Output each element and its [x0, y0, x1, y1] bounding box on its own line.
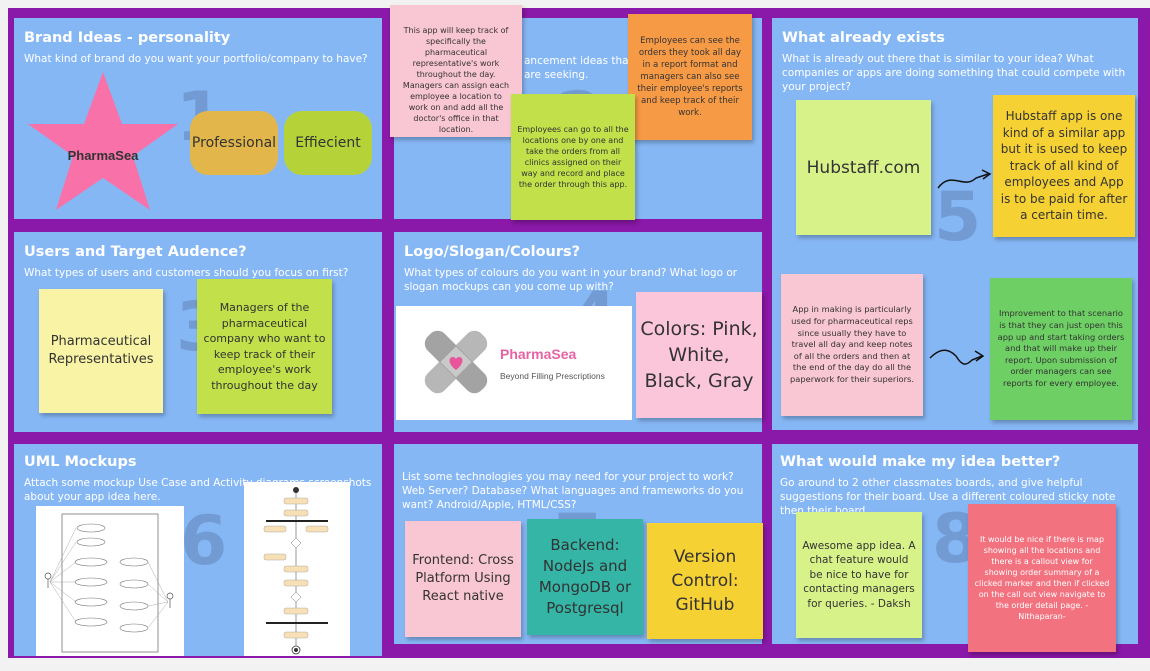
sticky-note[interactable]: Pharmaceutical Representatives: [39, 289, 163, 413]
sticky-note[interactable]: Hubstaff.com: [796, 100, 931, 235]
section-uml: UML Mockups Attach some mockup Use Case …: [14, 444, 382, 656]
sticky-note[interactable]: Employees can go to all the locations on…: [511, 94, 635, 220]
section-title: What would make my idea better?: [780, 454, 1061, 470]
section-title: Users and Target Audence?: [24, 244, 247, 260]
sticky-note[interactable]: Employees can see the orders they took a…: [628, 14, 752, 140]
section-question: ancement ideas that he: [524, 55, 650, 67]
logo-mockup[interactable]: PharmaSea Beyond Filling Prescriptions: [396, 306, 632, 420]
section-brand: Brand Ideas - personality What kind of b…: [14, 18, 382, 219]
sticky-note[interactable]: Improvement to that scenario is that the…: [990, 278, 1132, 420]
star-shape[interactable]: [18, 66, 188, 216]
arrow-icon: [929, 349, 985, 365]
logo-brand-name: PharmaSea: [500, 346, 577, 362]
section-question: What kind of brand do you want your port…: [24, 53, 368, 65]
logo-slogan: Beyond Filling Prescriptions: [500, 371, 605, 381]
section-title: What already exists: [782, 30, 945, 46]
section-question: What types of users and customers should…: [24, 267, 349, 279]
sticky-note[interactable]: Version Control: GitHub: [647, 523, 763, 639]
sticky-note[interactable]: Awesome app idea. A chat feature would b…: [796, 512, 922, 638]
sticky-note[interactable]: This app will keep track of specifically…: [390, 5, 522, 137]
sticky-note[interactable]: Frontend: Cross Platform Using React nat…: [405, 521, 521, 637]
use-case-diagram[interactable]: [36, 506, 184, 656]
section-title: Brand Ideas - personality: [24, 30, 231, 46]
sticky-note[interactable]: It would be nice if there is map showing…: [968, 504, 1116, 652]
sticky-note[interactable]: Managers of the pharmaceutical company w…: [197, 279, 332, 414]
sticky-note[interactable]: Backend: NodeJs and MongoDB or Postgresq…: [527, 519, 643, 635]
pill-professional[interactable]: Professional: [190, 111, 278, 175]
bandage-cross-icon: [424, 330, 488, 394]
section-question: What types of colours do you want in you…: [404, 267, 738, 293]
sticky-note[interactable]: Colors: Pink, White, Black, Gray: [636, 292, 762, 418]
sticky-note[interactable]: App in making is particularly used for p…: [781, 274, 923, 416]
section-title: UML Mockups: [24, 454, 137, 470]
arrow-icon: [937, 169, 992, 189]
pill-efficient[interactable]: Effiecient: [284, 111, 372, 175]
star-label: PharmaSea: [67, 148, 139, 163]
section-question: are seeking.: [524, 69, 589, 81]
sticky-note[interactable]: Hubstaff app is one kind of a similar ap…: [993, 95, 1135, 237]
section-number: 6: [180, 502, 228, 581]
activity-diagram[interactable]: [244, 482, 350, 656]
section-question: What is already out there that is simila…: [782, 53, 1126, 93]
section-title: Logo/Slogan/Colours?: [404, 244, 581, 260]
section-question: List some technologies you may need for …: [402, 471, 744, 511]
section-number: 5: [934, 178, 982, 257]
